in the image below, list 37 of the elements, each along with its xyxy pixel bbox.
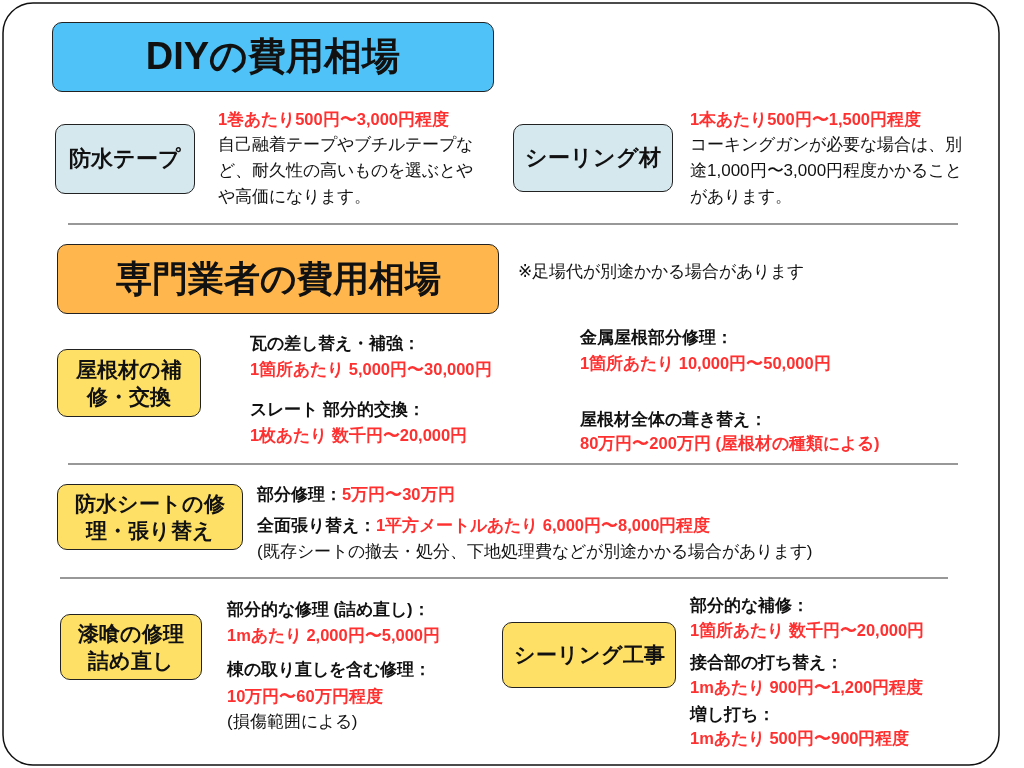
category-box: 防水シートの修理・張り替え	[57, 484, 243, 550]
price-text: 5万円〜30万円	[342, 484, 455, 505]
item-heading: 全面張り替え：	[257, 515, 376, 536]
heading-band: DIYの費用相場	[52, 22, 494, 92]
price-text: 1mあたり 2,000円〜5,000円	[227, 625, 440, 646]
item-heading: 棟の取り直しを含む修理：	[227, 659, 431, 680]
item-heading: 増し打ち：	[690, 704, 775, 725]
category-box: シーリング工事	[502, 622, 676, 688]
price-text: 1mあたり 500円〜900円程度	[690, 728, 910, 749]
price-text: 1巻あたり500円〜3,000円程度	[218, 109, 449, 130]
price-text: 1平方メートルあたり 6,000円〜8,000円程度	[376, 515, 711, 536]
item-heading: 部分的な修理 (詰め直し)：	[227, 599, 430, 621]
price-text: 10万円〜60万円程度	[227, 686, 383, 707]
category-box: 漆喰の修理詰め直し	[60, 614, 202, 680]
price-text: 1本あたり500円〜1,500円程度	[690, 109, 921, 130]
note-text: ※足場代が別途かかる場合があります	[518, 261, 805, 283]
category-box: 屋根材の補修・交換	[57, 349, 201, 417]
item-heading: 接合部の打ち替え：	[690, 652, 843, 673]
item-heading: 部分的な補修：	[690, 595, 809, 617]
price-text: 1枚あたり 数千円〜20,000円	[250, 425, 468, 446]
price-text: 1mあたり 900円〜1,200円程度	[690, 677, 924, 698]
item-heading: 瓦の差し替え・補強：	[250, 333, 420, 354]
item-heading: 部分修理：	[257, 484, 342, 505]
item-heading: 屋根材全体の葺き替え：	[580, 409, 767, 431]
note-text: (損傷範囲による)	[227, 711, 358, 733]
note-text: (既存シートの撤去・処分、下地処理費などが別途かかる場合があります)	[257, 541, 813, 563]
price-text: 80万円〜200万円 (屋根材の種類による)	[580, 433, 880, 454]
category-box: シーリング材	[513, 124, 673, 192]
item-heading: スレート 部分的交換：	[250, 399, 425, 420]
category-box: 防水テープ	[55, 124, 195, 194]
price-text: 1箇所あたり 数千円〜20,000円	[690, 620, 925, 641]
note-text: コーキングガンが必要な場合は、別途1,000円〜3,000円程度かかることがあります。	[690, 134, 964, 208]
price-text: 1箇所あたり 10,000円〜50,000円	[580, 353, 831, 374]
item-heading: 金属屋根部分修理：	[580, 327, 733, 348]
price-text: 1箇所あたり 5,000円〜30,000円	[250, 359, 492, 380]
note-text: 自己融着テープやブチルテープなど、耐久性の高いものを選ぶとやや高価になります。	[218, 134, 474, 208]
heading-band: 専門業者の費用相場	[57, 244, 499, 314]
